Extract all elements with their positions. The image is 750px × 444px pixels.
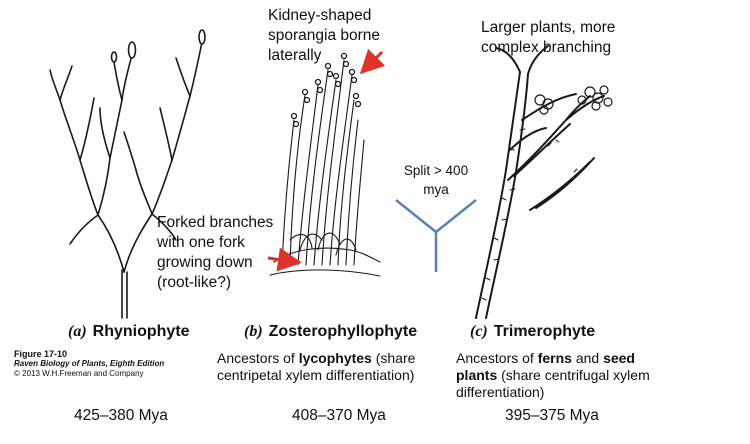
rhyniophyte-drawing — [49, 29, 206, 319]
sporangia-arrow — [359, 48, 386, 75]
desc-c-pre: Ancestors of — [456, 350, 538, 366]
panel-c-mya: 395–375 Mya — [505, 407, 599, 424]
panel-c-description: Ancestors of ferns and seed plants (shar… — [456, 350, 660, 401]
desc-b-bold: lycophytes — [298, 350, 372, 366]
desc-c-bold-ferns: ferns — [537, 350, 572, 366]
larger-plants-note: Larger plants, more complex branching — [481, 19, 616, 56]
split-note: Split > 400 mya — [403, 163, 469, 197]
panel-b-description: Ancestors of lycophytes (share centripet… — [217, 350, 447, 384]
panel-a-label: (a) Rhyniophyte — [68, 323, 190, 341]
forked-branches-note: Forked branches with one fork growing do… — [157, 214, 274, 291]
kidney-sporangia-note: Kidney-shaped sporangia borne laterally — [268, 7, 381, 64]
panel-c-label: (c) Trimerophyte — [470, 323, 595, 341]
split-y-symbol — [395, 199, 477, 272]
panel-b-label: (b) Zosterophyllophyte — [244, 323, 417, 341]
panel-a-letter: (a) — [68, 323, 87, 340]
panel-b-mya: 408–370 Mya — [292, 407, 386, 424]
desc-c-bold-seed: seed plants — [456, 350, 635, 383]
figure-copyright: © 2013 W.H.Freeman and Company — [14, 369, 144, 378]
trimerophyte-drawing — [475, 45, 613, 319]
panel-a-mya: 425–380 Mya — [74, 407, 168, 424]
desc-c-post: (share centrifugal xylem differentiation… — [456, 367, 650, 400]
panel-a-name: Rhyniophyte — [92, 323, 190, 340]
desc-b-pre: Ancestors of — [217, 350, 299, 366]
panel-c-letter: (c) — [470, 323, 488, 340]
desc-b-post: (share centripetal xylem differentiation… — [217, 350, 416, 383]
root-fork-arrow — [267, 247, 302, 272]
desc-c-mid: and — [571, 350, 604, 366]
panel-b-letter: (b) — [244, 323, 263, 340]
figure-source: Raven Biology of Plants, Eighth Edition — [14, 359, 165, 368]
figure-caption: Figure 17-10 Raven Biology of Plants, Ei… — [14, 349, 164, 379]
panel-b-name: Zosterophyllophyte — [268, 323, 418, 340]
panel-c-name: Trimerophyte — [493, 323, 596, 340]
zosterophyllophyte-drawing — [269, 52, 381, 277]
figure-number: Figure 17-10 — [14, 349, 68, 359]
